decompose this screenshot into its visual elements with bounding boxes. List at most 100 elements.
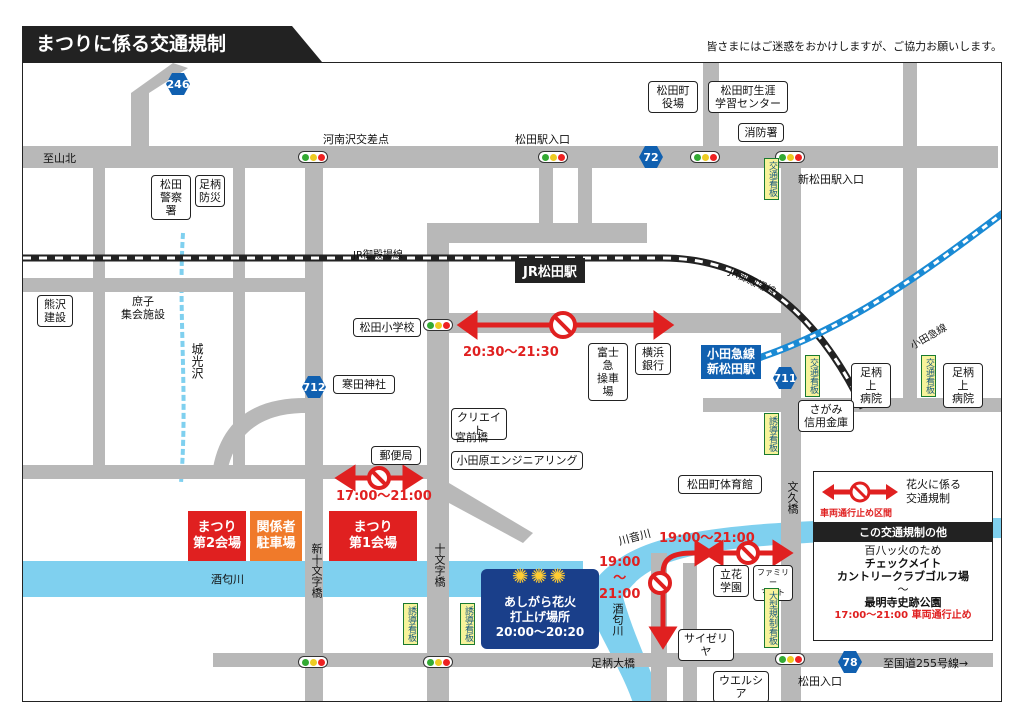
road-west-horiz [23, 278, 305, 292]
legend-closure: 車両通行止め区間 [820, 509, 893, 519]
traffic-signal-icon [775, 653, 805, 665]
road-east [781, 168, 801, 701]
place-fujikyu: 富士急 操車場 [588, 343, 628, 401]
page-title: まつりに係る交通規制 [22, 26, 322, 62]
sign-yudo-2: 誘導看板 [460, 603, 475, 645]
label-shin-matsuda-iriguchi: 新松田駅入口 [798, 173, 864, 186]
traffic-signal-icon [423, 319, 453, 331]
place-jr-station: JR松田駅 [515, 258, 585, 283]
place-hospital-1: 足柄上 病院 [851, 363, 891, 408]
place-parking: 関係者 駐車場 [250, 511, 302, 561]
label-konanzawa: 河南沢交差点 [323, 133, 389, 146]
legend-reason: 百八ッ火のため [864, 544, 942, 557]
time-river-closure: 19:00〜21:00 [659, 531, 755, 546]
place-welcia: ウエルシア [713, 671, 769, 701]
place-kumazawa: 熊沢 建設 [37, 295, 73, 327]
label-jr-line-left: JR御殿場線 [353, 250, 403, 261]
sign-yudo-1: 誘導看板 [403, 603, 418, 645]
road-sub-west [93, 168, 105, 468]
place-shoshi: 庶子 集会施設 [121, 295, 165, 321]
legend: 花火に係る 交通規制 車両通行止め区間 この交通規制の他 百八ッ火のため チェッ… [813, 471, 993, 641]
place-kanda-shrine: 寒田神社 [333, 375, 395, 394]
traffic-signal-icon [423, 656, 453, 668]
fireworks-line2: 打上げ場所 [509, 610, 570, 624]
fireworks-icon: ✺✺✺ [511, 564, 569, 588]
road-east-2 [903, 63, 917, 403]
place-learning-center: 松田町生涯 学習センター [708, 81, 788, 113]
road-246-diag [131, 63, 188, 93]
label-bridge-jumonji: 十文字橋 [433, 543, 446, 587]
place-yokohama-bank: 横浜 銀行 [635, 343, 671, 375]
label-shiyamakita: 至山北 [43, 152, 76, 165]
traffic-signal-icon [298, 151, 328, 163]
label-matsuda-iriguchi: 松田入口 [798, 675, 842, 688]
place-gym: 松田町体育館 [678, 475, 762, 494]
legend-details: 百八ッ火のため チェックメイト カントリークラブゴルフ場 〜 最明寺史跡公園 1… [814, 544, 992, 622]
label-kokudo255: 至国道255号線→ [883, 657, 969, 670]
place-create: クリエイト [451, 408, 507, 440]
label-bridge-bunkyu: 文久橋 [786, 481, 799, 514]
legend-route1: チェックメイト カントリークラブゴルフ場 [837, 557, 969, 583]
road-center [539, 168, 553, 223]
route-72-icon: 72 [639, 146, 663, 168]
place-matsuda-town-office: 松田町 役場 [648, 81, 698, 113]
traffic-signal-icon [298, 656, 328, 668]
legend-time: 17:00〜21:00 車両通行止め [834, 610, 972, 621]
traffic-signal-icon [538, 151, 568, 163]
place-tachibana: 立花 学園 [713, 565, 749, 597]
sign-kotsu-2: 交通看板 [805, 355, 820, 397]
road-diag-south [449, 483, 533, 543]
road-center2 [578, 168, 592, 223]
label-shiromitsuzawa: 城光沢 [190, 343, 204, 379]
fireworks-line1: あしがら花火 [503, 595, 576, 609]
legend-item: 花火に係る 交通規制 [906, 478, 961, 505]
road-246 [131, 93, 149, 153]
route-712-icon: 712 [302, 376, 326, 398]
road-sub-west2 [233, 168, 245, 468]
place-venue1: まつり 第1会場 [329, 511, 417, 561]
label-river-sakawa2: 酒匂川 [611, 603, 624, 636]
apology-note: 皆さまにはご迷惑をおかけしますが、ご協力お願いします。 [706, 40, 1002, 53]
traffic-signal-icon [690, 151, 720, 163]
fireworks-site: ✺✺✺ あしがら花火 打上げ場所 20:00〜20:20 [481, 564, 599, 649]
sign-kotsu-3: 交通看板 [921, 355, 936, 397]
legend-route2: 最明寺史跡公園 [864, 596, 942, 609]
road-mid [23, 465, 427, 479]
stream-shiromitsu [179, 232, 186, 484]
time-venue-closure: 17:00〜21:00 [336, 489, 432, 504]
sign-kotsu-1: 交通看板 [764, 158, 779, 200]
label-river-sakawa: 酒匂川 [211, 573, 244, 586]
road-712 [305, 168, 323, 701]
label-matsuda-eki-iriguchi: 松田駅入口 [515, 133, 570, 146]
fireworks-time: 20:00〜20:20 [495, 625, 585, 639]
legend-tilde: 〜 [897, 583, 909, 596]
place-elementary: 松田小学校 [353, 318, 421, 337]
label-bridge-ashigara: 足柄大橋 [591, 657, 635, 670]
label-bridge-shinjumonji: 新十文字橋 [310, 543, 323, 598]
road-curve-west [213, 398, 305, 468]
road-station-top [427, 223, 647, 243]
no-entry-signs [367, 311, 760, 595]
route-78-icon: 78 [838, 651, 862, 673]
road-main-north [23, 146, 998, 168]
place-matsuda-police: 松田 警察署 [151, 175, 191, 220]
place-ashigara-bosai: 足柄 防災 [195, 175, 225, 207]
place-saizeriya: サイゼリヤ [678, 629, 734, 661]
place-miyamae-bridge: 宮前橋 [455, 431, 488, 444]
sign-large: 大型規制看板 [764, 588, 779, 648]
traffic-map: 246 712 72 711 78 至山北 河南沢交差点 松田駅入口 新松田駅入… [22, 62, 1002, 702]
place-fire-station: 消防署 [738, 123, 784, 142]
place-odakyu-station: 小田急線 新松田駅 [701, 345, 762, 379]
legend-arrow-icon [822, 481, 898, 503]
time-south-closure: 19:00 〜 21:00 [599, 555, 641, 602]
time-station-closure: 20:30〜21:30 [463, 345, 559, 360]
place-venue2: まつり 第2会場 [188, 511, 246, 561]
river-sakawa-lower [583, 597, 663, 701]
place-post-office: 郵便局 [371, 446, 421, 465]
sign-yudo-3: 誘導看板 [764, 413, 779, 455]
map-base [23, 63, 1001, 701]
legend-other-header: この交通規制の他 [814, 522, 992, 542]
route-711-icon: 711 [773, 367, 797, 389]
place-sagami-bank: さがみ 信用金庫 [798, 400, 854, 432]
place-hospital-2: 足柄上 病院 [943, 363, 983, 408]
